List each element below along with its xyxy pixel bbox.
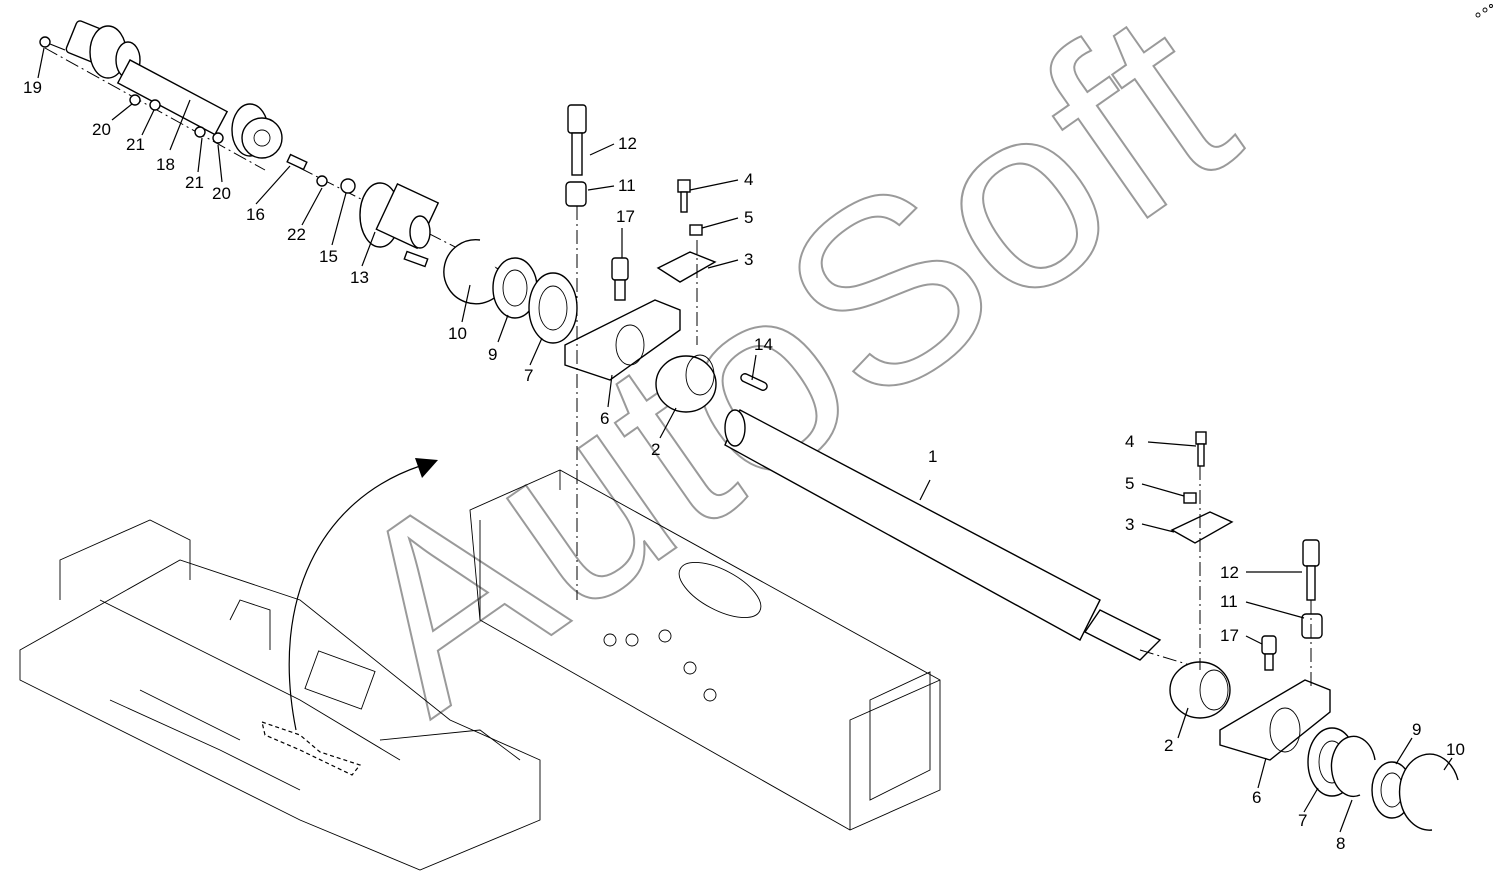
main-shaft [724, 409, 1201, 669]
callout-20: 20 [92, 120, 111, 139]
callout-9: 9 [488, 345, 497, 364]
callout-14: 14 [754, 335, 773, 354]
upper-bearing-group [443, 104, 768, 600]
callout-10: 10 [1446, 740, 1465, 759]
callout-1: 1 [928, 447, 937, 466]
callout-12: 12 [1220, 563, 1239, 582]
machine-overview [19, 519, 541, 871]
callout-22: 22 [287, 225, 306, 244]
callout-2: 2 [1164, 736, 1173, 755]
callout-18: 18 [156, 155, 175, 174]
callout-21: 21 [185, 173, 204, 192]
callout-3: 3 [1125, 515, 1134, 534]
callout-4: 4 [744, 170, 753, 189]
callout-17: 17 [1220, 626, 1239, 645]
cardan-shaft-assembly [39, 20, 521, 281]
corner-mark [1475, 4, 1493, 18]
callout-5: 5 [1125, 474, 1134, 493]
callout-6: 6 [600, 409, 609, 428]
callout-7: 7 [524, 366, 533, 385]
detail-arrow [288, 458, 438, 731]
callout-9: 9 [1412, 720, 1421, 739]
callout-3: 3 [744, 250, 753, 269]
callout-8: 8 [1336, 834, 1345, 853]
callout-20: 20 [212, 184, 231, 203]
callout-15: 15 [319, 247, 338, 266]
base-frame [469, 469, 941, 831]
callout-13: 13 [350, 268, 369, 287]
lower-bearing-group [1169, 431, 1459, 831]
callout-6: 6 [1252, 788, 1261, 807]
leader-lines [37, 47, 1453, 833]
callout-17: 17 [616, 207, 635, 226]
callout-12: 12 [618, 134, 637, 153]
callout-labels: 19 20 21 18 21 20 16 22 15 13 10 9 7 6 2… [23, 78, 1465, 853]
callout-2: 2 [651, 440, 660, 459]
callout-5: 5 [744, 208, 753, 227]
callout-10: 10 [448, 324, 467, 343]
callout-11: 11 [1220, 592, 1238, 611]
callout-7: 7 [1298, 811, 1307, 830]
callout-21: 21 [126, 135, 145, 154]
callout-16: 16 [246, 205, 265, 224]
callout-4: 4 [1125, 432, 1134, 451]
callout-19: 19 [23, 78, 42, 97]
callout-11: 11 [618, 176, 636, 195]
